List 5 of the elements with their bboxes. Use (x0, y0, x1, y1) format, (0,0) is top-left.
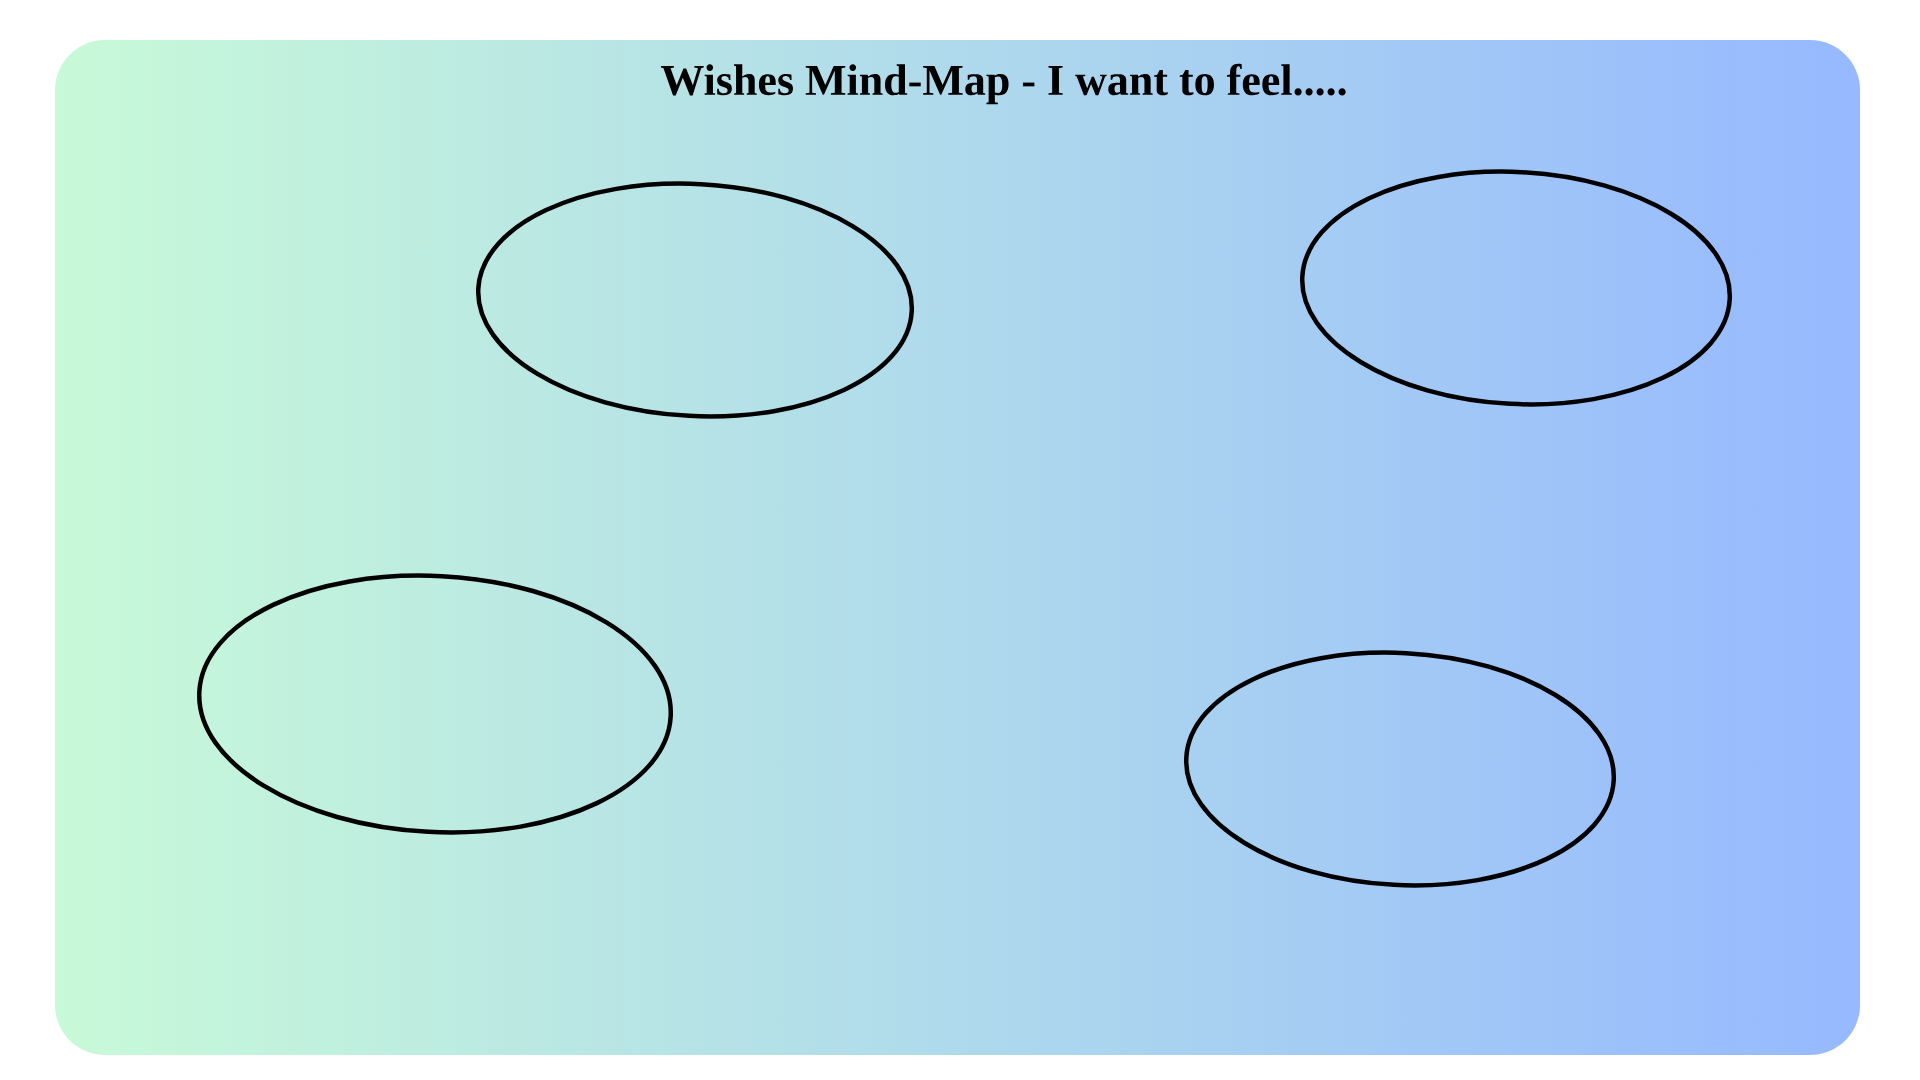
oval-outline (197, 573, 673, 835)
oval-outline (1300, 169, 1732, 407)
title: Wishes Mind-Map - I want to feel..... (661, 63, 1346, 105)
oval-outline (1184, 650, 1616, 888)
oval-outline (476, 181, 914, 419)
